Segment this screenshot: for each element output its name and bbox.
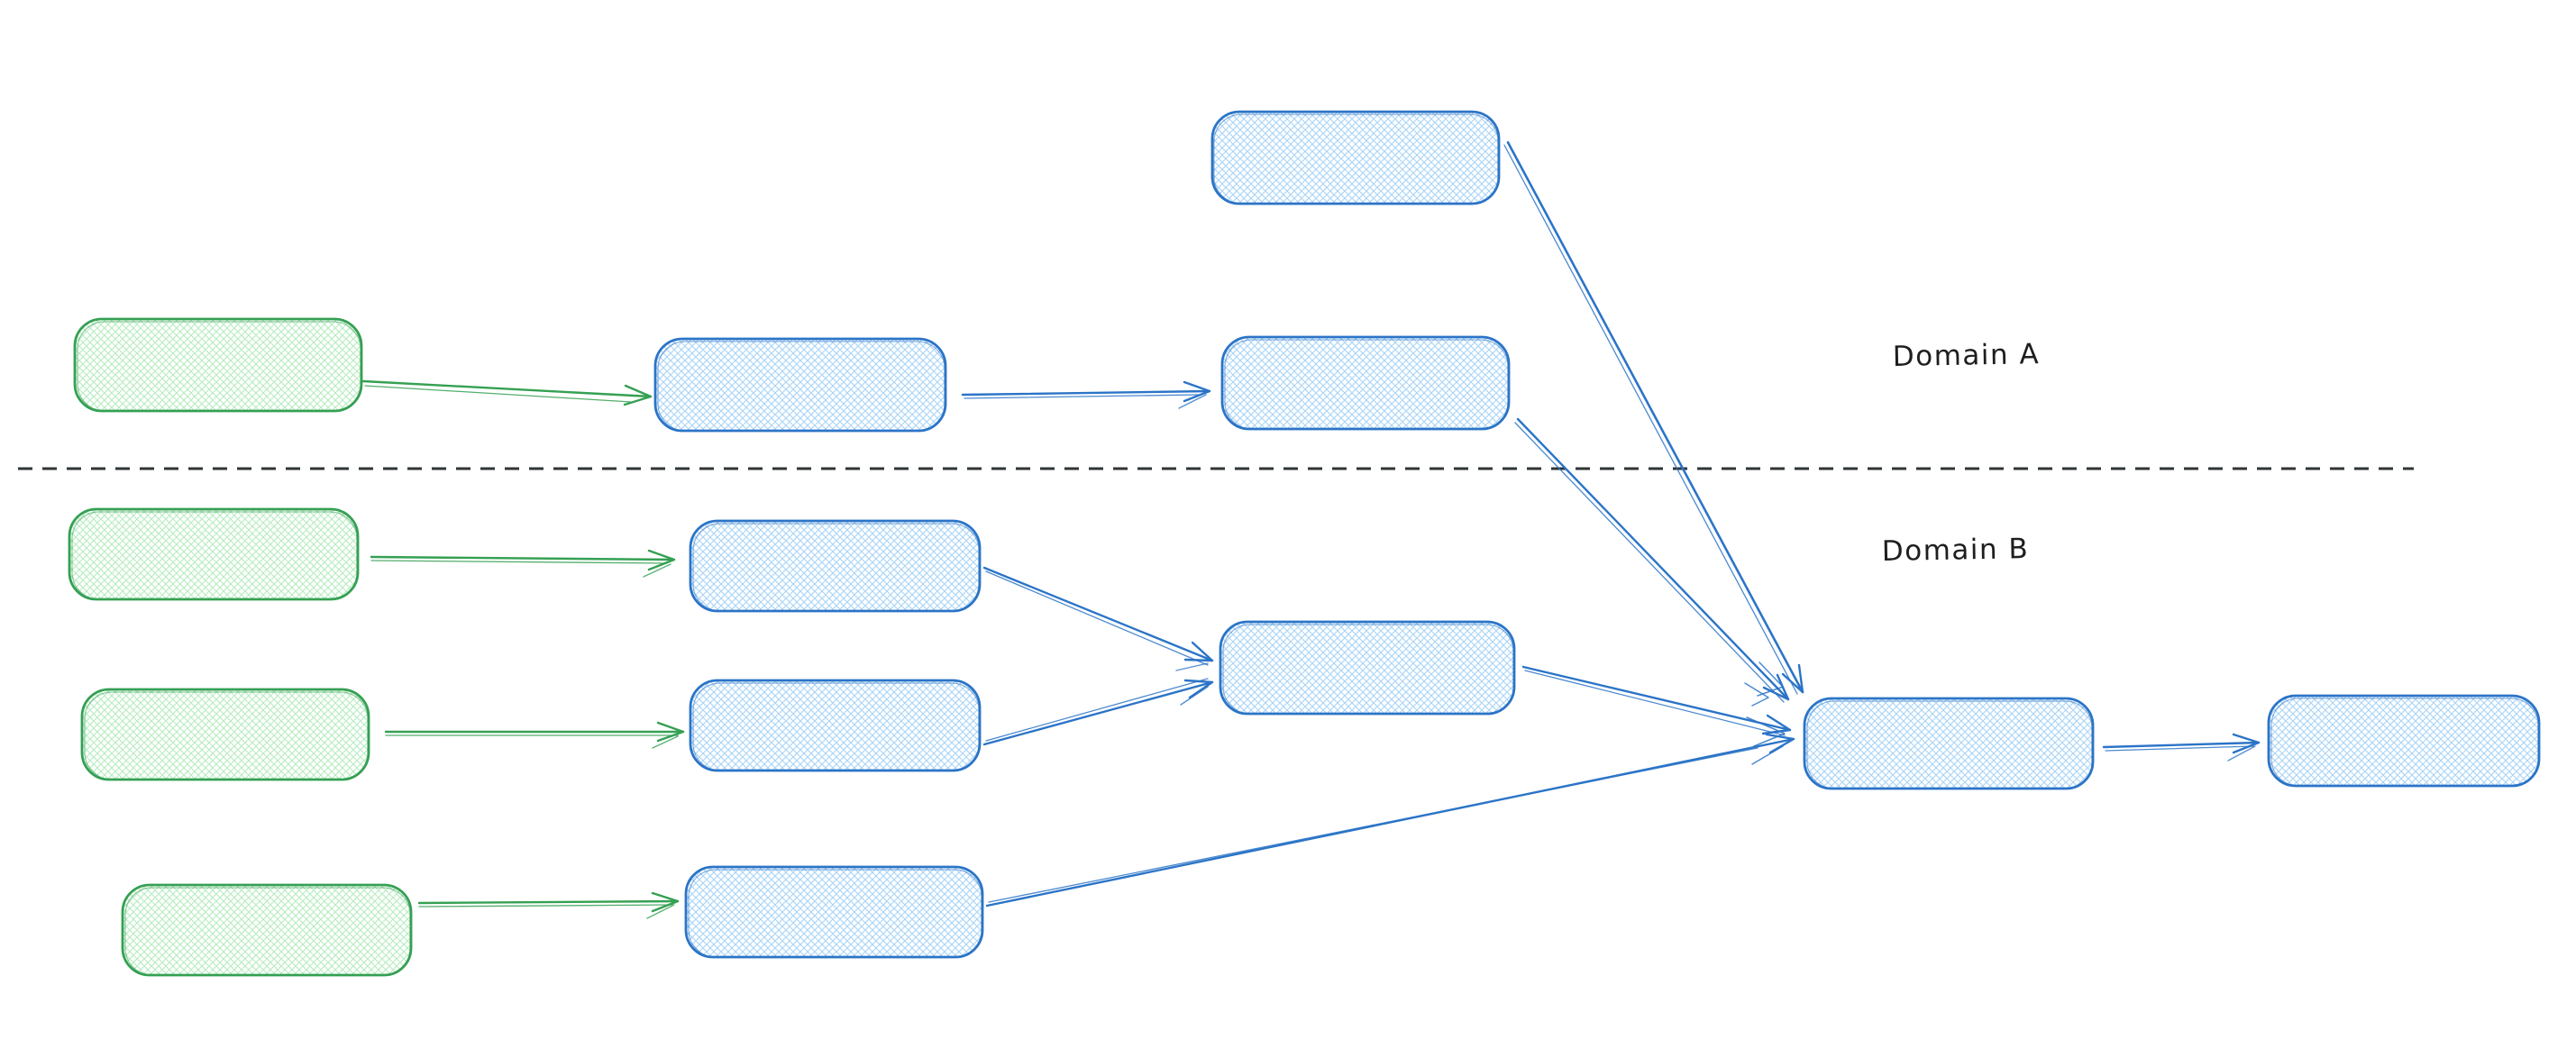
node-b-stage-2: [689, 679, 982, 772]
node-b-stage-1: [689, 519, 982, 613]
arrow-top-box-to-right-merge: [1503, 141, 1804, 697]
arrow-b-stage-2-to-b-merge: [982, 678, 1214, 746]
node-b-source-3: [121, 883, 413, 977]
domain-b-label: Domain B: [1882, 533, 2030, 568]
node-a-stage-1: [653, 337, 947, 433]
node-right-merge: [1803, 697, 2095, 790]
arrow-a-stage-1-to-a-stage-2: [961, 380, 1211, 409]
node-top-box: [1210, 110, 1501, 205]
node-b-source-1: [68, 507, 360, 601]
arrow-b-stage-1-to-b-merge: [982, 566, 1214, 671]
node-a-source: [73, 317, 363, 413]
node-a-stage-2: [1220, 335, 1511, 431]
node-b-merge: [1219, 620, 1516, 716]
domain-a-label: Domain A: [1893, 338, 2041, 373]
arrow-b-stage-3-to-right-merge: [985, 733, 1795, 908]
arrow-right-merge-to-final-box: [2102, 733, 2261, 762]
arrow-b-source-2-to-b-stage-2: [384, 721, 685, 749]
arrow-b-merge-to-right-merge: [1521, 665, 1792, 747]
arrow-b-source-3-to-b-stage-3: [417, 891, 680, 919]
arrow-b-source-1-to-b-stage-1: [370, 549, 676, 578]
arrow-a-source-to-a-stage-1: [361, 379, 653, 406]
arrow-a-stage-2-to-right-merge: [1514, 417, 1790, 707]
node-b-source-2: [80, 688, 370, 781]
node-final-box: [2267, 694, 2541, 788]
node-b-stage-3: [684, 865, 984, 959]
